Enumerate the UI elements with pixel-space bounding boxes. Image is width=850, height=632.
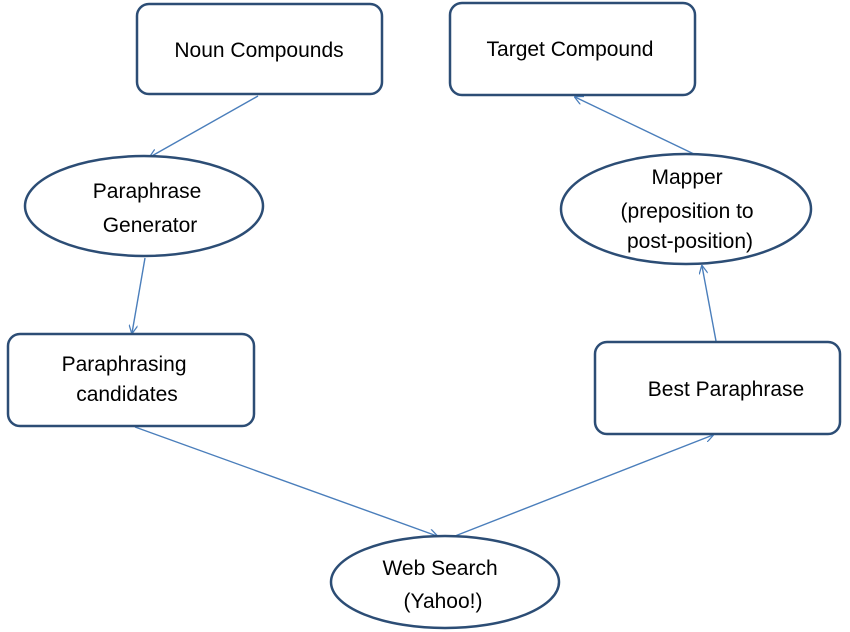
node-target-compound: Target Compound [448, 1, 697, 97]
edge-paraphrase-generator-to-paraphrasing-candidates [132, 257, 146, 333]
edge-paraphrasing-candidates-to-web-search [134, 426, 437, 536]
best-paraphrase-label: Best Paraphrase [648, 378, 804, 401]
paraphrase-generator-label-line-1: Paraphrase [93, 180, 202, 203]
edge-mapper-to-target-compound [575, 97, 697, 156]
target-compound-box [448, 1, 697, 97]
node-web-search: Web Search (Yahoo!) [329, 534, 561, 630]
node-noun-compounds: Noun Compounds [135, 2, 384, 96]
paraphrasing-candidates-label-line-2: candidates [76, 383, 178, 406]
paraphrase-generator-ellipse [23, 154, 265, 258]
best-paraphrase-box [593, 340, 842, 436]
noun-compounds-box [135, 2, 384, 96]
edge-web-search-to-best-paraphrase [454, 435, 713, 537]
paraphrase-generator-label-line-2: Generator [103, 214, 198, 237]
mapper-ellipse [559, 152, 813, 266]
paraphrasing-candidates-box [6, 332, 256, 428]
svg-text:Paraphrasing candidates: Paraphrasing candidates [62, 353, 193, 406]
node-best-paraphrase: Best Paraphrase [593, 340, 842, 436]
svg-text:Noun Compounds: Noun Compounds [174, 39, 343, 62]
edge-best-paraphrase-to-mapper [702, 266, 717, 342]
node-paraphrase-generator: Paraphrase Generator [23, 154, 265, 258]
web-search-ellipse [329, 534, 561, 630]
mapper-label-line-1: Mapper [651, 166, 722, 189]
target-compound-label: Target Compound [487, 38, 654, 61]
web-search-label-line-1: Web Search [382, 557, 497, 580]
edges [132, 95, 717, 537]
svg-text:Paraphrase Generator: Paraphrase Generator [93, 180, 207, 237]
paraphrasing-candidates-label-line-1: Paraphrasing [62, 353, 187, 376]
edge-noun-compounds-to-paraphrase-generator [150, 95, 259, 157]
mapper-label-line-3: post-position) [627, 230, 753, 253]
node-paraphrasing-candidates: Paraphrasing candidates [6, 332, 256, 428]
svg-text:Web Search (Yahoo!): Web Search (Yahoo!) [382, 557, 503, 613]
svg-text:Mapper (preposition to: Mapper (preposition to post-position) [621, 166, 760, 253]
svg-text:Target Compound: Target Compound [487, 38, 654, 61]
web-search-label-line-2: (Yahoo!) [404, 590, 483, 613]
noun-compounds-label: Noun Compounds [174, 39, 343, 62]
svg-text:Best Paraphrase: Best Paraphrase [648, 378, 804, 401]
mapper-label-line-2: (preposition to [621, 200, 754, 223]
node-mapper: Mapper (preposition to post-position) [559, 152, 813, 266]
